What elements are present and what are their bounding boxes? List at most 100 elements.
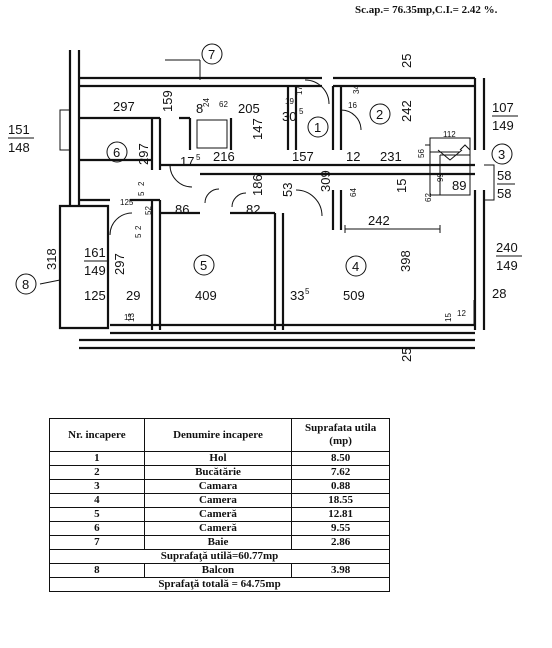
dim-label: 28 xyxy=(492,286,506,301)
dim-label: 33 xyxy=(290,288,304,303)
dim-label: 64 xyxy=(349,188,358,197)
dim-label: 2 xyxy=(134,225,143,230)
room-8-label: 8 xyxy=(22,277,29,292)
room-1-marker xyxy=(307,116,329,138)
subtotal-row: Suprafaţă utilă=60.77mp xyxy=(49,549,390,564)
room-6-marker xyxy=(106,141,128,163)
dim-label: 242 xyxy=(399,100,414,122)
row-name: Camera xyxy=(143,493,293,508)
dim-label: 11 xyxy=(124,313,133,322)
dim-label: 318 xyxy=(44,248,59,270)
dim-label: 17 xyxy=(180,154,194,169)
room-6-label: 6 xyxy=(113,145,120,160)
dim-label: 58 xyxy=(497,186,511,201)
dim-label: 58 xyxy=(497,168,511,183)
dim-label: 99 xyxy=(436,173,445,182)
table-row: 6 Cameră 9.55 xyxy=(49,521,390,536)
area-table: Nr. incapere Denumire incapere Suprafata… xyxy=(49,418,390,592)
dim-label: 205 xyxy=(238,101,260,116)
dim-label: 398 xyxy=(398,250,413,272)
dim-label: 231 xyxy=(380,149,402,164)
table-row: 7 Baie 2.86 xyxy=(49,535,390,550)
dim-label: 161 xyxy=(84,245,106,260)
row-area: 9.55 xyxy=(291,521,390,536)
row-nr: 3 xyxy=(49,479,145,494)
table-header-row: Nr. incapere Denumire incapere Suprafata… xyxy=(49,418,390,452)
dim-label: 86 xyxy=(175,202,189,217)
dim-label: 82 xyxy=(246,202,260,217)
dim-label: 2 xyxy=(137,181,146,186)
row-area: 2.86 xyxy=(291,535,390,550)
floor-plan: 1 2 3 4 5 6 7 8 297 159 8 24 62 205 19 1… xyxy=(8,43,522,362)
room-3-marker xyxy=(491,143,513,165)
dim-label: 89 xyxy=(452,178,466,193)
row-nr: 8 xyxy=(49,563,145,578)
row-name: Baie xyxy=(143,535,293,550)
dim-label: 309 xyxy=(318,170,333,192)
dim-label: 297 xyxy=(136,143,151,165)
dim-label: 409 xyxy=(195,288,217,303)
dim-label: 148 xyxy=(8,140,30,155)
room-8-marker xyxy=(15,273,37,295)
row-nr: 1 xyxy=(49,451,145,466)
row-nr: 7 xyxy=(49,535,145,550)
dim-label: 147 xyxy=(250,118,265,140)
dim-label: 52 xyxy=(144,206,153,215)
room-5-label: 5 xyxy=(200,258,207,273)
room-4-label: 4 xyxy=(352,259,359,274)
dim-label: 12 xyxy=(346,149,360,164)
dim-label: 149 xyxy=(492,118,514,133)
dim-label: 17 xyxy=(295,86,304,95)
room-1-label: 1 xyxy=(314,120,321,135)
dim-label: 29 xyxy=(126,288,140,303)
dim-label: 15 xyxy=(394,179,409,193)
dim-label: 34 xyxy=(352,85,361,94)
dim-label: 297 xyxy=(113,99,135,114)
dim-label: 157 xyxy=(292,149,314,164)
dim-label: 242 xyxy=(368,213,390,228)
dim-label: 12 xyxy=(457,309,466,318)
dim-label: 125 xyxy=(84,288,106,303)
dim-label: 19 xyxy=(285,97,294,106)
room-2-label: 2 xyxy=(376,107,383,122)
row-area: 8.50 xyxy=(291,451,390,466)
dim-label: 151 xyxy=(8,122,30,137)
room-markers: 1 2 3 4 5 6 7 8 xyxy=(15,43,513,295)
row-area: 12.81 xyxy=(291,507,390,522)
room-7-marker xyxy=(201,43,223,65)
dim-label: 30 xyxy=(282,109,296,124)
room-5-marker xyxy=(193,254,215,276)
dim-label: 216 xyxy=(213,149,235,164)
dimension-labels: 297 159 8 24 62 205 19 17 30 5 16 34 242… xyxy=(8,54,522,362)
row-name: Balcon xyxy=(143,563,293,578)
dim-label: 24 xyxy=(202,98,211,107)
dim-label: 5 xyxy=(305,287,310,296)
dim-label: 107 xyxy=(492,100,514,115)
dim-label: 240 xyxy=(496,240,518,255)
row-nr: 6 xyxy=(49,521,145,536)
balcony-row: 8 Balcon 3.98 xyxy=(49,563,390,578)
dim-label: 15 xyxy=(444,313,453,322)
dim-label: 25 xyxy=(399,54,414,68)
row-name: Camara xyxy=(143,479,293,494)
dim-label: 62 xyxy=(219,100,228,109)
total-row: Sprafaţă totală = 64.75mp xyxy=(49,577,390,592)
table-row: 2 Bucătărie 7.62 xyxy=(49,465,390,480)
row-name: Cameră xyxy=(143,521,293,536)
walls xyxy=(39,50,495,350)
dim-label: 149 xyxy=(496,258,518,273)
table-row: 1 Hol 8.50 xyxy=(49,451,390,466)
header-nr: Nr. incapere xyxy=(49,418,145,452)
room-4-marker xyxy=(345,255,367,277)
row-area: 7.62 xyxy=(291,465,390,480)
row-name: Hol xyxy=(143,451,293,466)
dim-label: 149 xyxy=(84,263,106,278)
dim-label: 8 xyxy=(196,101,203,116)
room-2-marker xyxy=(369,103,391,125)
row-nr: 2 xyxy=(49,465,145,480)
dim-label: 56 xyxy=(417,149,426,158)
dim-label: 125 xyxy=(120,198,134,207)
dim-label: 5 xyxy=(299,107,304,116)
dim-label: 297 xyxy=(112,253,127,275)
room-3-label: 3 xyxy=(498,147,505,162)
